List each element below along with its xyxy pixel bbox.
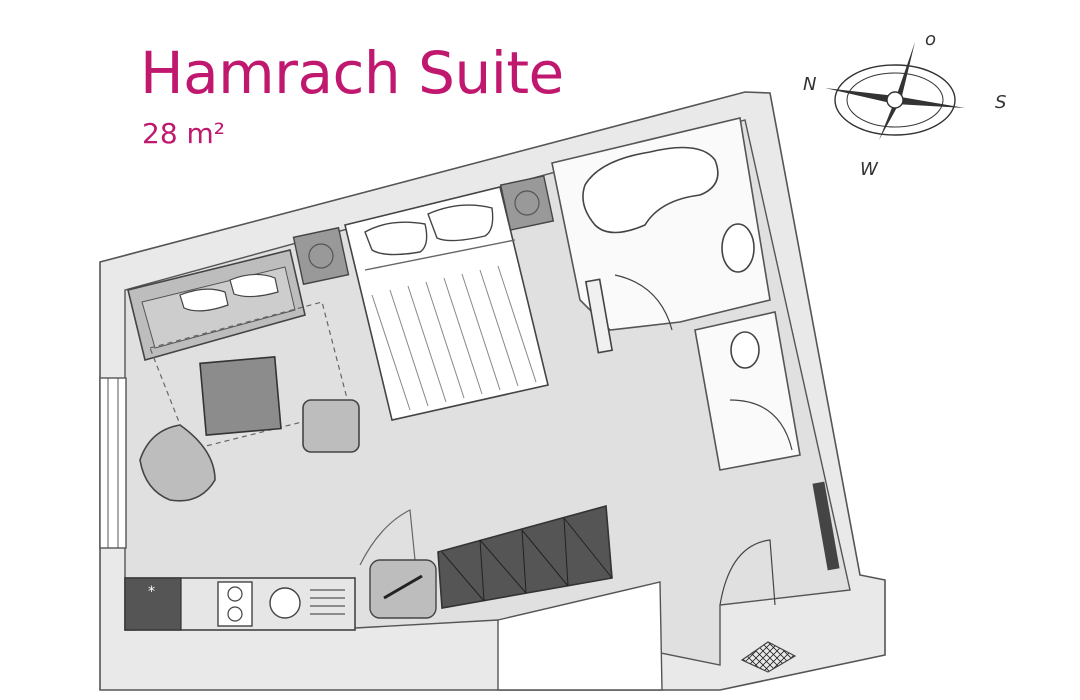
suite-title: Hamrach Suite	[140, 39, 564, 107]
stool	[302, 399, 360, 453]
compass-south: S	[995, 92, 1006, 113]
sofa	[127, 249, 306, 361]
bed	[344, 186, 549, 421]
compass-west: W	[860, 159, 879, 180]
cushion-icon	[229, 273, 279, 298]
bathroom-door-swing	[614, 274, 673, 331]
compass-north: N	[803, 74, 816, 95]
table	[369, 559, 437, 619]
corridor	[497, 581, 663, 691]
bathroom	[551, 117, 771, 354]
nightstand-left	[292, 226, 350, 286]
toilet-icon	[730, 331, 760, 369]
compass-east: o	[925, 29, 936, 50]
armchair	[139, 424, 216, 502]
compass-icon	[825, 42, 965, 140]
cabinets	[369, 504, 613, 619]
cushion-icon	[179, 288, 229, 312]
bathtub-icon	[582, 146, 719, 234]
pillow-icon	[427, 204, 494, 242]
wardrobe	[812, 481, 840, 571]
sink-icon	[721, 223, 755, 273]
entrance-arrow-icon	[740, 641, 797, 673]
coffee-table	[199, 355, 282, 436]
svg-text:*: *	[148, 584, 155, 600]
suite-area: 28 m²	[142, 117, 226, 150]
kitchen-counter: *	[124, 577, 356, 631]
entrance	[719, 539, 797, 673]
kitchen-sink-icon	[269, 587, 301, 619]
pillow-icon	[364, 221, 428, 256]
wc	[694, 311, 801, 471]
fridge	[124, 577, 182, 631]
door-swing	[359, 509, 416, 566]
window	[99, 377, 127, 549]
hob-icon	[217, 581, 253, 627]
